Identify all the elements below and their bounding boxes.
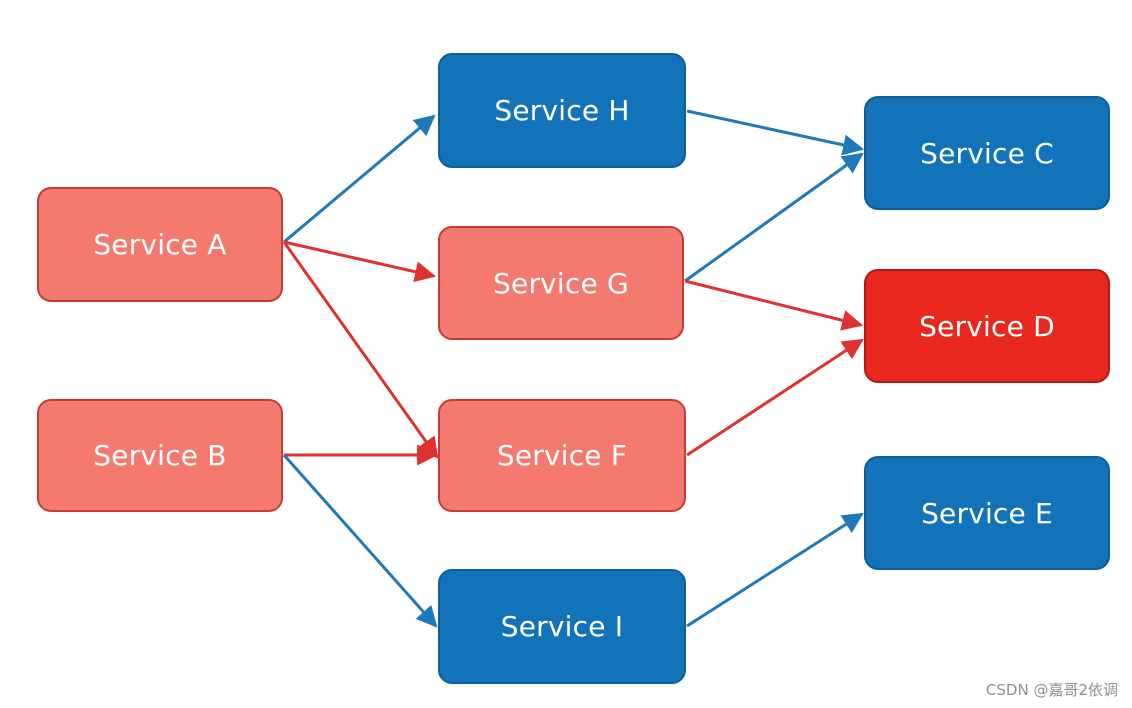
edge-g-to-c <box>684 152 864 283</box>
edge-f-to-d <box>686 338 864 457</box>
service-f-label: Service F <box>496 439 628 472</box>
service-b-node[interactable]: Service B <box>37 399 283 512</box>
edge-a-to-g <box>283 240 437 283</box>
edge-i-to-e <box>686 512 864 628</box>
service-b-label: Service B <box>93 439 227 472</box>
service-d-node[interactable]: Service D <box>864 269 1110 383</box>
service-c-label: Service C <box>920 136 1054 170</box>
service-d-label: Service D <box>919 309 1055 343</box>
service-e-label: Service E <box>921 496 1053 530</box>
edge-h-to-c <box>686 109 865 156</box>
service-i-label: Service I <box>500 610 624 643</box>
watermark-text: CSDN @嘉哥2依调 <box>985 681 1118 699</box>
service-g-node[interactable]: Service G <box>438 226 684 340</box>
service-f-node[interactable]: Service F <box>438 399 686 512</box>
service-e-node[interactable]: Service E <box>864 456 1110 570</box>
service-h-node[interactable]: Service H <box>438 53 686 168</box>
edge-a-to-f <box>282 241 439 459</box>
service-g-label: Service G <box>493 266 629 300</box>
service-i-node[interactable]: Service I <box>438 569 686 684</box>
edge-b-to-i <box>282 454 438 628</box>
edge-a-to-h <box>283 114 436 244</box>
service-a-node[interactable]: Service A <box>37 187 283 302</box>
edge-g-to-d <box>684 279 864 331</box>
service-c-node[interactable]: Service C <box>864 96 1110 210</box>
service-a-label: Service A <box>93 228 227 261</box>
service-h-label: Service H <box>494 94 630 127</box>
